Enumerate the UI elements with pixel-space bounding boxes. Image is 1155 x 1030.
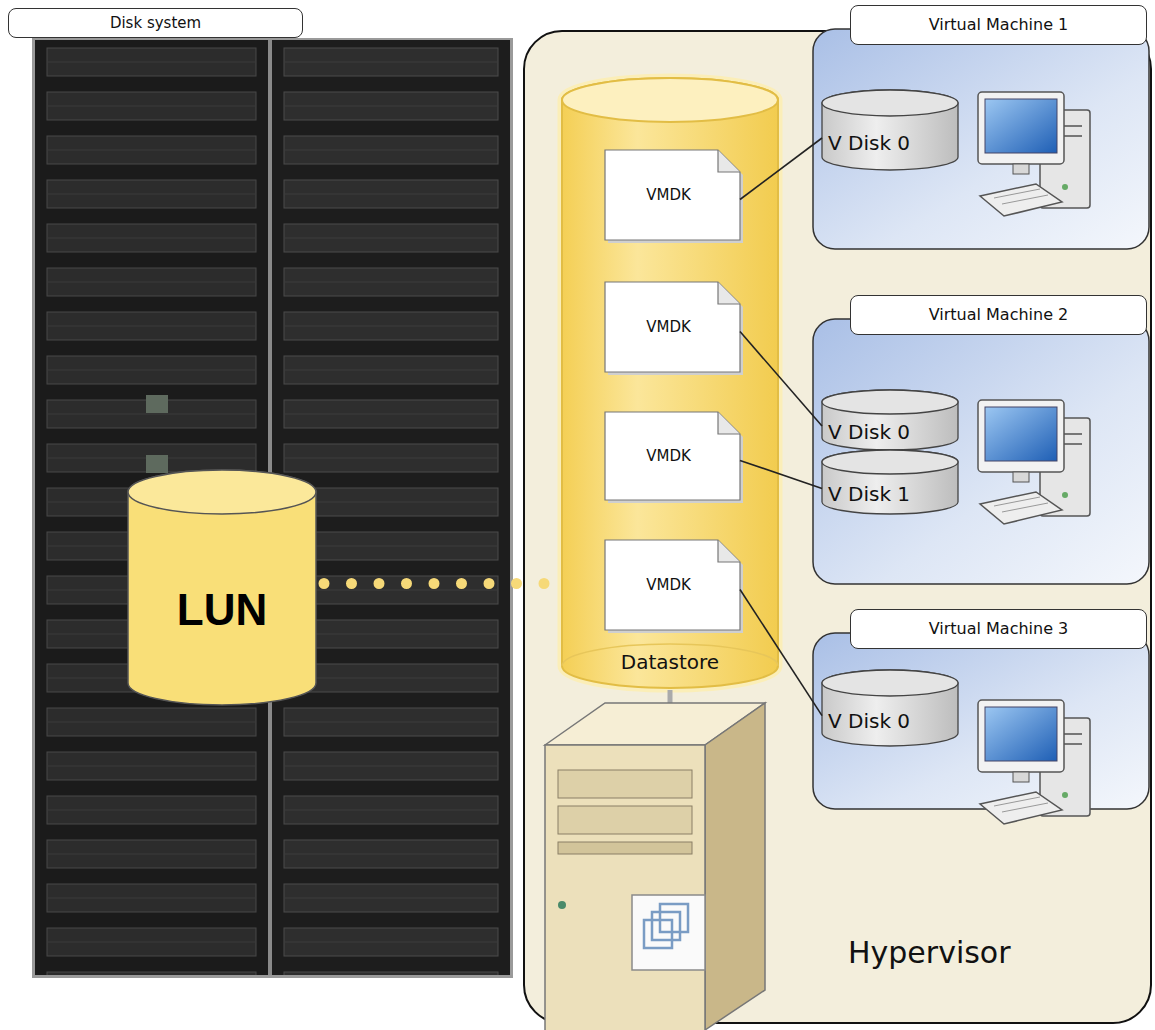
shape-part (822, 670, 958, 746)
shape-part (128, 470, 316, 705)
disk-link (740, 460, 822, 488)
disk-label: V Disk 0 (828, 709, 910, 733)
shape-part (562, 78, 778, 688)
shape-part (562, 78, 778, 122)
shape-part (562, 78, 778, 688)
disk-link (740, 590, 822, 716)
datastore-label: Datastore (621, 650, 719, 674)
lun-cylinder: LUN (128, 470, 316, 705)
lun-label: LUN (177, 585, 267, 635)
datastore-cylinder: Datastore VMDK VMDK VMDK VMDK (562, 78, 778, 688)
shape-part (718, 282, 740, 304)
vmdk-file: VMDK (605, 150, 740, 240)
virtual-disk: V Disk 0 (822, 390, 958, 450)
file-label: VMDK (646, 447, 691, 465)
vm-title: Virtual Machine 3 (850, 609, 1147, 649)
region-label: Hypervisor (848, 935, 1011, 970)
shape-part (718, 540, 740, 562)
virtual-disk: V Disk 1 (822, 450, 958, 514)
shape-part (813, 319, 1149, 584)
shape-part (718, 150, 740, 172)
shape-part (822, 90, 958, 116)
file-label: VMDK (646, 186, 691, 204)
vmdk-file: VMDK (605, 540, 740, 630)
shape-part (605, 150, 740, 240)
vm-title: Virtual Machine 1 (850, 5, 1147, 45)
shape-part (822, 450, 958, 514)
shape-part (822, 450, 958, 474)
title-tab: Disk system (8, 8, 303, 38)
shape-part (813, 29, 1149, 249)
dotted-link (324, 578, 556, 589)
disk-link (740, 332, 822, 427)
shape-part (822, 390, 958, 450)
vm-title: Virtual Machine 2 (850, 295, 1147, 335)
system-label: Disk system (110, 14, 201, 32)
shape-part (718, 412, 740, 434)
shape-part (605, 282, 740, 372)
shape-part (822, 90, 958, 170)
shape-part (605, 540, 740, 630)
shape-part (822, 670, 958, 696)
disk-label: V Disk 1 (828, 482, 910, 506)
disk-label: V Disk 0 (828, 131, 910, 155)
virtual-disk: V Disk 0 (822, 670, 958, 746)
file-label: VMDK (646, 576, 691, 594)
node-outline (822, 670, 958, 746)
disk-link (740, 138, 822, 200)
node-outline (822, 90, 958, 170)
vmdk-file: VMDK (605, 282, 740, 372)
vmdk-file: VMDK (605, 412, 740, 500)
file-label: VMDK (646, 318, 691, 336)
virtual-disk: V Disk 0 (822, 90, 958, 170)
disk-label: V Disk 0 (828, 420, 910, 444)
shape-part (128, 470, 316, 514)
shape-part (605, 412, 740, 500)
shape-part (822, 390, 958, 414)
